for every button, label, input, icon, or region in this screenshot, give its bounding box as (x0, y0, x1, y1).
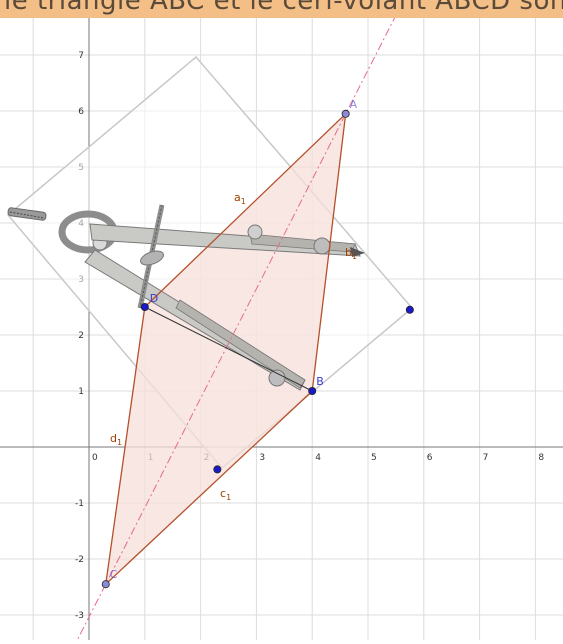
x-tick-label: 8 (538, 453, 544, 463)
edge-ab[interactable] (311, 113, 347, 392)
x-tick-label: 3 (259, 453, 265, 463)
x-tick-label: 4 (315, 453, 321, 463)
x-tick-label: 7 (483, 453, 489, 463)
segment-db[interactable] (144, 306, 313, 392)
edge-cd[interactable] (105, 306, 146, 585)
point-e[interactable] (213, 465, 222, 474)
point-b[interactable] (308, 386, 317, 395)
y-tick-label: -2 (75, 555, 84, 565)
x-tick-label: 0 (92, 453, 98, 463)
point-label-d: D (150, 292, 158, 305)
x-tick-label: 6 (427, 453, 433, 463)
segment-label-c1: c1 (220, 487, 231, 502)
segment-label-a1: a1 (234, 191, 246, 206)
point-f[interactable] (405, 305, 414, 314)
y-tick-label: -3 (75, 611, 84, 621)
segment-label-b1: b1 (345, 246, 357, 261)
edge-da[interactable] (144, 113, 347, 308)
compass-drawing-tool-icon (7, 204, 365, 391)
instruction-banner: le triangle ABC et le cerf-volant ABCD s… (0, 0, 563, 18)
point-a[interactable] (341, 109, 350, 118)
point-label-b: B (316, 375, 324, 388)
y-tick-label: 7 (78, 51, 84, 61)
edge-bc[interactable] (105, 390, 313, 585)
y-tick-label: 1 (78, 387, 84, 397)
point-c[interactable] (101, 580, 110, 589)
point-label-c: C (110, 568, 118, 581)
x-tick-label: 5 (371, 453, 377, 463)
points-layer (101, 109, 414, 589)
y-tick-label: 6 (78, 107, 84, 117)
kite-edges (105, 113, 347, 585)
coordinate-axes (0, 18, 563, 640)
point-d[interactable] (140, 302, 149, 311)
segment-label-d1: d1 (110, 432, 122, 447)
y-tick-label: 2 (78, 331, 84, 341)
banner-text: le triangle ABC et le cerf-volant ABCD s… (4, 0, 563, 16)
y-tick-label: -1 (75, 499, 84, 509)
point-label-a: A (350, 98, 358, 111)
symmetry-axis-line[interactable] (76, 0, 405, 641)
